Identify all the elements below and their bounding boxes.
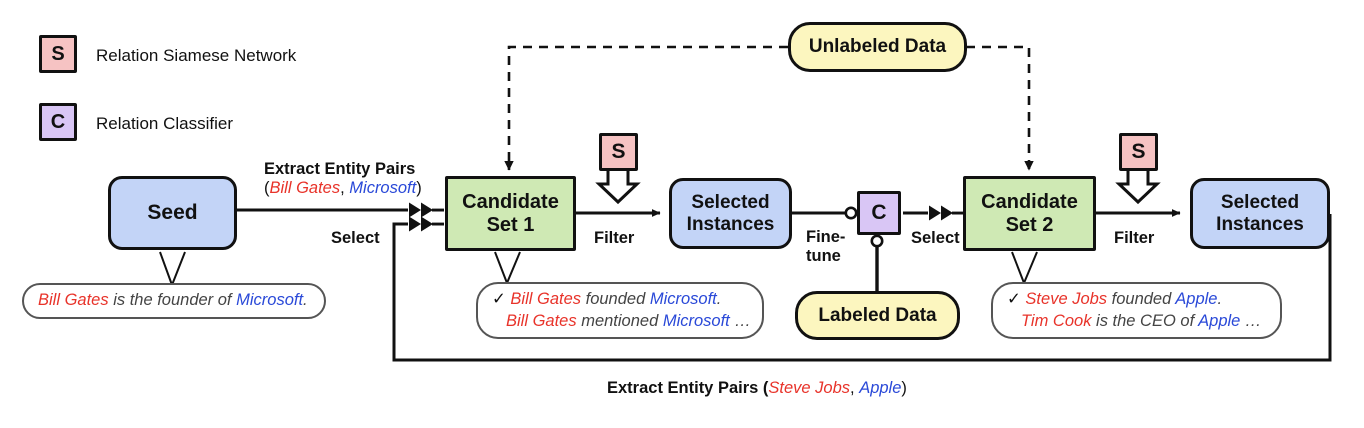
node-candidate-set-2-label-line2: Set 2 bbox=[1005, 213, 1054, 236]
hollow-arrow-filter-1 bbox=[595, 164, 641, 205]
node-selected-instances-2-label-line1: Selected bbox=[1220, 192, 1300, 214]
edge-feedback-loop bbox=[392, 214, 1332, 362]
callout-cs1-entity1-1: Bill Gates bbox=[510, 289, 582, 308]
callout-cs1-entity2-1: Microsoft bbox=[649, 289, 717, 308]
node-siamese-1[interactable]: S bbox=[599, 133, 638, 171]
callout-cs1-entity1-2: Bill Gates bbox=[506, 311, 577, 330]
node-selected-instances-1-label-line2: Instances bbox=[686, 213, 775, 235]
edge-label-filter-2: Filter bbox=[1114, 229, 1155, 247]
callout-seed-entity2-1: Microsoft bbox=[236, 291, 304, 310]
node-selected-instances-1-label-line1: Selected bbox=[691, 192, 770, 214]
legend-label-siamese: Relation Siamese Network bbox=[96, 46, 297, 65]
double-chevron-candidate1-bottom bbox=[409, 216, 444, 232]
extract-pairs-entity1: Bill Gates bbox=[269, 179, 341, 198]
callout-cs2-entity2-2: Apple bbox=[1198, 311, 1241, 330]
callout-cs2-entity1-1: Steve Jobs bbox=[1025, 289, 1108, 308]
callout-cs2-tail-2: … bbox=[1240, 311, 1262, 330]
node-labeled-data-label: Labeled Data bbox=[818, 304, 937, 326]
callout-seed-line-1: Bill Gates is the founder of Microsoft. bbox=[38, 290, 310, 312]
node-candidate-set-1-label-line2: Set 1 bbox=[486, 213, 535, 236]
callout-seed-mid-1: is the founder of bbox=[108, 291, 237, 310]
edge-label-finetune: Fine- tune bbox=[806, 228, 845, 266]
callout-cs1-mid-1: founded bbox=[581, 289, 650, 308]
edge-label-select-1: Select bbox=[331, 229, 380, 247]
callout-seed-tail-1: . bbox=[303, 291, 308, 310]
node-selected-instances-2[interactable]: Selected Instances bbox=[1190, 178, 1330, 249]
legend-swatch-classifier-label: C bbox=[50, 110, 66, 133]
callout-cs1-check-1: ✓ bbox=[492, 289, 511, 308]
bottom-caption-prefix: Extract Entity Pairs ( bbox=[607, 379, 769, 397]
callout-pointer-seed bbox=[159, 251, 186, 286]
double-chevron-candidate2 bbox=[929, 205, 963, 221]
callout-cs2-entity1-2: Tim Cook bbox=[1021, 311, 1092, 330]
callout-candidate-set-1-line-2: Bill Gates mentioned Microsoft … bbox=[492, 311, 751, 333]
node-candidate-set-1[interactable]: Candidate Set 1 bbox=[445, 176, 576, 251]
bottom-caption-suffix: ) bbox=[901, 379, 907, 397]
bottom-caption-sep: , bbox=[850, 379, 860, 397]
legend-label-classifier: Relation Classifier bbox=[96, 114, 233, 133]
node-classifier-label: C bbox=[871, 201, 887, 225]
legend-swatch-siamese: S bbox=[39, 35, 77, 73]
bottom-caption-entity1: Steve Jobs bbox=[768, 379, 851, 397]
node-classifier[interactable]: C bbox=[857, 191, 901, 235]
extract-pairs-open: ( bbox=[264, 179, 270, 198]
callout-candidate-set-1-line-1: ✓ Bill Gates founded Microsoft. bbox=[492, 289, 748, 311]
callout-seed-entity1-1: Bill Gates bbox=[38, 291, 109, 310]
node-unlabeled-data-label: Unlabeled Data bbox=[808, 36, 947, 58]
edge-label-filter-1: Filter bbox=[594, 229, 635, 247]
classifier-finetune-port bbox=[870, 234, 884, 248]
node-siamese-2-label: S bbox=[1131, 140, 1146, 164]
callout-cs2-mid-1: founded bbox=[1107, 289, 1176, 308]
callout-seed: Bill Gates is the founder of Microsoft. bbox=[22, 283, 326, 319]
node-candidate-set-2-label-line1: Candidate bbox=[981, 191, 1078, 214]
legend-swatch-siamese-label: S bbox=[51, 42, 65, 65]
dashed-edge-unlabeled-to-candidate2 bbox=[966, 45, 1034, 171]
bottom-caption: Extract Entity Pairs (Steve Jobs, Apple) bbox=[607, 379, 907, 398]
callout-cs1-tail-2: … bbox=[729, 311, 751, 330]
callout-cs1-mid-2: mentioned bbox=[576, 311, 663, 330]
extract-pairs-entity2: Microsoft bbox=[349, 179, 417, 198]
node-unlabeled-data[interactable]: Unlabeled Data bbox=[788, 22, 967, 72]
callout-candidate-set-2-line-2: Tim Cook is the CEO of Apple … bbox=[1007, 311, 1266, 333]
hollow-arrow-filter-2 bbox=[1115, 164, 1161, 205]
callout-cs2-mid-2: is the CEO of bbox=[1091, 311, 1199, 330]
node-selected-instances-2-label-line2: Instances bbox=[1216, 213, 1304, 235]
classifier-input-port bbox=[844, 206, 858, 220]
edge-label-finetune-line2: tune bbox=[806, 247, 841, 266]
callout-cs1-entity2-2: Microsoft bbox=[662, 311, 730, 330]
extract-pairs-close: ) bbox=[416, 179, 422, 198]
node-labeled-data[interactable]: Labeled Data bbox=[795, 291, 960, 340]
callout-cs2-tail-1: . bbox=[1217, 289, 1223, 308]
node-siamese-1-label: S bbox=[611, 140, 626, 164]
node-seed-label: Seed bbox=[147, 201, 198, 225]
edge-label-extract-entity-pairs: Extract Entity Pairs (Bill Gates, Micros… bbox=[264, 160, 422, 198]
double-chevron-candidate1-top bbox=[409, 202, 444, 218]
edge-label-extract-entity-pairs-title: Extract Entity Pairs bbox=[264, 160, 416, 178]
bottom-caption-entity2: Apple bbox=[859, 379, 902, 397]
callout-pointer-candidate2 bbox=[1011, 251, 1038, 284]
callout-candidate-set-2: ✓ Steve Jobs founded Apple. Tim Cook is … bbox=[991, 282, 1282, 339]
callout-candidate-set-1: ✓ Bill Gates founded Microsoft. Bill Gat… bbox=[476, 282, 764, 339]
legend-swatch-classifier: C bbox=[39, 103, 77, 141]
callout-pointer-candidate1 bbox=[494, 251, 521, 284]
edge-label-finetune-line1: Fine- bbox=[806, 228, 846, 246]
extract-pairs-sep: , bbox=[340, 179, 350, 198]
node-siamese-2[interactable]: S bbox=[1119, 133, 1158, 171]
callout-candidate-set-2-line-1: ✓ Steve Jobs founded Apple. bbox=[1007, 289, 1266, 311]
node-seed[interactable]: Seed bbox=[108, 176, 237, 250]
node-candidate-set-2[interactable]: Candidate Set 2 bbox=[963, 176, 1096, 251]
dashed-edge-unlabeled-to-candidate1 bbox=[504, 45, 788, 171]
node-selected-instances-1[interactable]: Selected Instances bbox=[669, 178, 792, 249]
callout-cs1-tail-1: . bbox=[716, 289, 722, 308]
callout-cs2-check-1: ✓ bbox=[1007, 289, 1026, 308]
callout-cs2-entity2-1: Apple bbox=[1175, 289, 1218, 308]
edge-label-select-2: Select bbox=[911, 229, 960, 247]
node-candidate-set-1-label-line1: Candidate bbox=[462, 191, 559, 214]
